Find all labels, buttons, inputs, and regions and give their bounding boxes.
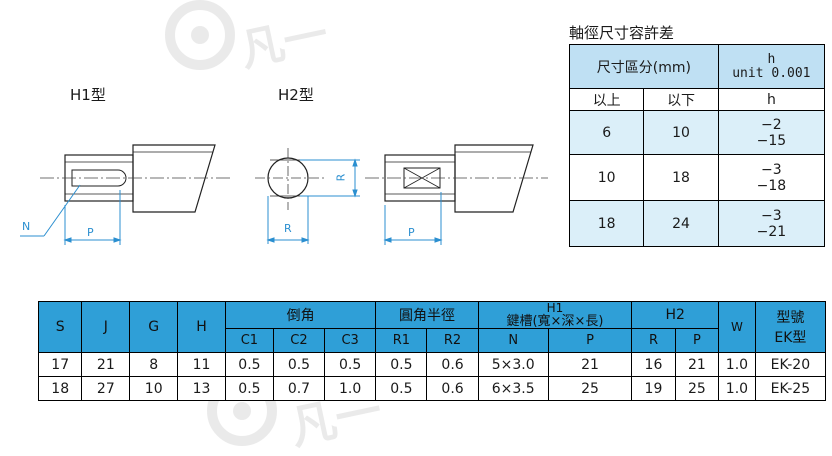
tolerance-lower: −15 <box>756 132 787 149</box>
col-r1: R1 <box>375 328 428 353</box>
col-h1-keyway-label: 鍵槽(寬×深×長) <box>506 314 604 329</box>
tolerance-upper: −2 <box>761 116 782 133</box>
tolerance-lower: −18 <box>756 177 787 194</box>
col-p2: P <box>674 328 720 353</box>
tolerance-upper: −3 <box>761 207 782 224</box>
cell-c3: 0.5 <box>324 352 377 377</box>
tolerance-value: −3 −18 <box>717 154 826 201</box>
cell-h: 11 <box>177 352 226 377</box>
col-chamfer: 倒角 <box>224 301 377 329</box>
cell-w: 1.0 <box>718 376 756 401</box>
col-n: N <box>477 328 549 353</box>
cell-c3: 1.0 <box>324 376 377 401</box>
col-h1-keyway: H1 鍵槽(寬×深×長) <box>477 301 633 329</box>
cell-p: 21 <box>547 352 633 377</box>
tolerance-sub-to: 以下 <box>643 88 719 111</box>
cell-r1: 0.5 <box>375 352 428 377</box>
col-h2: H2 <box>631 301 720 329</box>
cell-c1: 0.5 <box>224 352 274 377</box>
h2-type-label: H2型 <box>278 86 314 104</box>
r-dimension-label-side: R <box>334 173 348 182</box>
tolerance-header-h-letter: h <box>767 51 776 67</box>
table-row: 18 27 10 13 0.5 0.7 1.0 0.5 0.6 6×3.5 25… <box>37 376 827 401</box>
h1-type-label: H1型 <box>70 86 106 104</box>
col-r2: R2 <box>426 328 479 353</box>
r-dimension-label-bottom: R <box>284 222 292 235</box>
cell-j: 21 <box>81 352 131 377</box>
cell-c2: 0.7 <box>272 376 326 401</box>
col-p: P <box>547 328 633 353</box>
h1-shaft-figure <box>64 144 216 213</box>
tolerance-row: 10 18 −3 −18 <box>568 154 826 201</box>
tolerance-from: 6 <box>568 110 645 155</box>
cell-p2: 21 <box>674 352 720 377</box>
tolerance-table: 尺寸區分(mm) h unit 0.001 以上 以下 h 6 10 −2 −1… <box>568 44 826 247</box>
cell-r1: 0.5 <box>375 376 428 401</box>
tolerance-upper: −3 <box>761 161 782 178</box>
col-h1-label: H1 <box>546 301 564 315</box>
cell-s: 18 <box>37 376 83 401</box>
tolerance-header-size: 尺寸區分(mm) <box>569 44 719 89</box>
tolerance-sub-h: h <box>717 88 826 111</box>
col-s: S <box>37 301 83 353</box>
tolerance-title: 軸徑尺寸容許差 <box>569 24 675 42</box>
tolerance-header-h: h unit 0.001 <box>717 44 826 89</box>
p-dimension-label-h1: P <box>87 226 94 239</box>
tolerance-to: 18 <box>643 154 719 201</box>
tolerance-to: 10 <box>643 110 719 155</box>
tolerance-row: 6 10 −2 −15 <box>568 110 826 155</box>
cell-r2: 0.6 <box>426 352 479 377</box>
shaft-drawing <box>20 144 548 245</box>
col-c2: C2 <box>272 328 326 353</box>
table-row: 17 21 8 11 0.5 0.5 0.5 0.5 0.6 5×3.0 21 … <box>37 352 827 377</box>
tolerance-header-unit: unit 0.001 <box>732 65 811 81</box>
col-c3: C3 <box>324 328 377 353</box>
tolerance-from: 18 <box>568 200 645 247</box>
col-model-label: 型號 <box>776 310 805 326</box>
tolerance-to: 24 <box>643 200 719 247</box>
col-r: R <box>631 328 676 353</box>
col-round-radius: 圓角半徑 <box>375 301 479 329</box>
tolerance-value: −2 −15 <box>717 110 826 155</box>
n-dimension-label: N <box>22 220 31 233</box>
cell-h: 13 <box>177 376 226 401</box>
cell-r2: 0.6 <box>426 376 479 401</box>
col-j: J <box>81 301 131 353</box>
dimension-table: S J G H 倒角 圓角半徑 H1 鍵槽(寬×深×長) H2 W 型號 EK型… <box>37 301 827 401</box>
cell-r: 19 <box>631 376 676 401</box>
cell-g: 10 <box>129 376 179 401</box>
tolerance-value: −3 −21 <box>717 200 826 247</box>
col-c1: C1 <box>224 328 274 353</box>
tolerance-row: 18 24 −3 −21 <box>568 200 826 247</box>
col-model: 型號 EK型 <box>754 301 827 353</box>
tolerance-from: 10 <box>568 154 645 201</box>
cell-r: 16 <box>631 352 676 377</box>
tolerance-sub-from: 以上 <box>568 88 645 111</box>
cell-model: EK-25 <box>754 376 827 401</box>
tolerance-lower: −21 <box>756 223 787 240</box>
p-dimension-label-h2: P <box>408 226 415 239</box>
cell-n: 6×3.5 <box>477 376 549 401</box>
cell-p2: 25 <box>674 376 720 401</box>
col-model-sub: EK型 <box>774 330 807 346</box>
cell-p: 25 <box>547 376 633 401</box>
col-w: W <box>718 301 756 353</box>
col-h: H <box>177 301 226 353</box>
cell-n: 5×3.0 <box>477 352 549 377</box>
cell-model: EK-20 <box>754 352 827 377</box>
cell-j: 27 <box>81 376 131 401</box>
cell-c2: 0.5 <box>272 352 326 377</box>
cell-s: 17 <box>37 352 83 377</box>
h2-shaft-figure <box>384 144 534 213</box>
cell-g: 8 <box>129 352 179 377</box>
cell-w: 1.0 <box>718 352 756 377</box>
col-g: G <box>129 301 179 353</box>
cell-c1: 0.5 <box>224 376 274 401</box>
